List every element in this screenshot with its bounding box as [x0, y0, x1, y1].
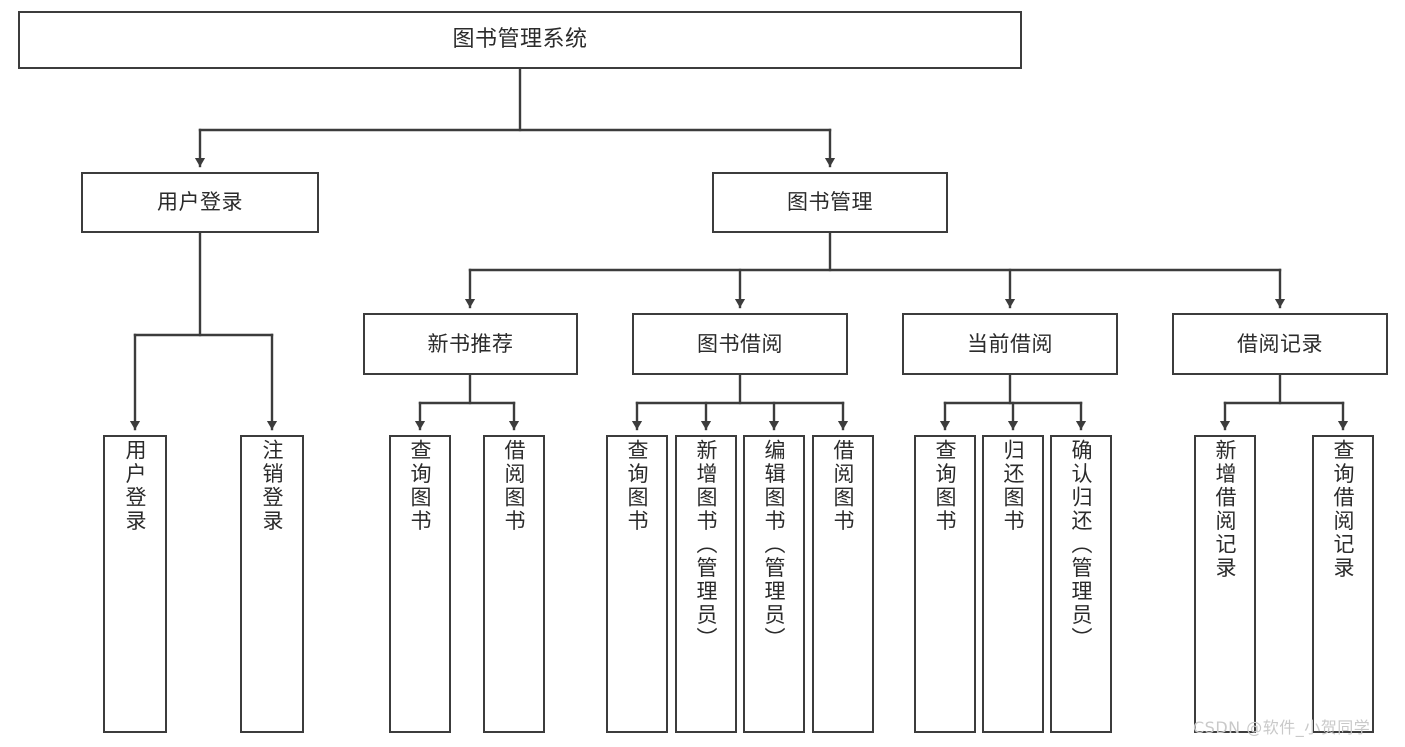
node-leaf[interactable]: 用户登录 — [103, 435, 167, 733]
node-level2-new-book-recommend[interactable]: 新书推荐 — [363, 313, 578, 375]
node-level1-book-management[interactable]: 图书管理 — [712, 172, 948, 233]
node-leaf[interactable]: 查询图书 — [606, 435, 668, 733]
node-leaf[interactable]: 新增借阅记录 — [1194, 435, 1256, 733]
node-level1-user-login[interactable]: 用户登录 — [81, 172, 319, 233]
node-leaf[interactable]: 查询借阅记录 — [1312, 435, 1374, 733]
node-leaf-label: 查询图书 — [625, 439, 650, 533]
node-level2-new-book-recommend-label: 新书推荐 — [427, 331, 514, 356]
node-leaf-label: 借阅图书 — [831, 439, 856, 533]
node-root-label: 图书管理系统 — [452, 27, 588, 53]
node-leaf[interactable]: 查询图书 — [389, 435, 451, 733]
node-leaf-label: 编辑图书（管理员） — [762, 439, 787, 651]
node-leaf-label: 新增图书（管理员） — [694, 439, 719, 651]
node-leaf-label: 查询图书 — [933, 439, 958, 533]
node-leaf-label: 归还图书 — [1001, 439, 1026, 533]
node-level2-borrow-record-label: 借阅记录 — [1237, 331, 1323, 356]
node-leaf[interactable]: 注销登录 — [240, 435, 304, 733]
node-leaf[interactable]: 归还图书 — [982, 435, 1044, 733]
node-root[interactable]: 图书管理系统 — [18, 11, 1022, 69]
node-leaf-label: 用户登录 — [123, 439, 148, 533]
node-level2-book-borrow[interactable]: 图书借阅 — [632, 313, 848, 375]
node-level2-current-borrow-label: 当前借阅 — [967, 331, 1053, 356]
node-leaf-label: 注销登录 — [260, 439, 285, 533]
node-leaf[interactable]: 查询图书 — [914, 435, 976, 733]
node-leaf[interactable]: 借阅图书 — [812, 435, 874, 733]
node-leaf[interactable]: 确认归还（管理员） — [1050, 435, 1112, 733]
node-leaf-label: 确认归还（管理员） — [1069, 439, 1094, 651]
node-leaf[interactable]: 新增图书（管理员） — [675, 435, 737, 733]
node-level2-book-borrow-label: 图书借阅 — [697, 331, 783, 356]
node-leaf-label: 查询图书 — [408, 439, 433, 533]
node-level1-book-management-label: 图书管理 — [787, 190, 873, 215]
node-leaf-label: 查询借阅记录 — [1331, 439, 1356, 580]
node-level1-user-login-label: 用户登录 — [157, 190, 243, 215]
csdn-watermark: CSDN @软件_小贺同学 — [1193, 718, 1371, 737]
node-leaf-label: 新增借阅记录 — [1213, 439, 1238, 580]
node-level2-current-borrow[interactable]: 当前借阅 — [902, 313, 1118, 375]
node-leaf[interactable]: 编辑图书（管理员） — [743, 435, 805, 733]
node-leaf[interactable]: 借阅图书 — [483, 435, 545, 733]
node-level2-borrow-record[interactable]: 借阅记录 — [1172, 313, 1388, 375]
node-leaf-label: 借阅图书 — [502, 439, 527, 533]
